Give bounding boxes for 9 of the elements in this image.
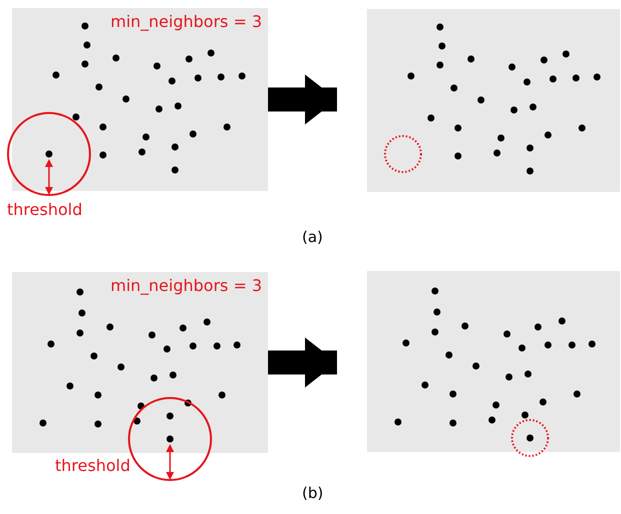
threshold-label: threshold xyxy=(55,456,130,475)
filtered-scatter-panel xyxy=(367,9,620,192)
arrow xyxy=(268,74,337,124)
subfigure-label: (b) xyxy=(302,484,324,502)
arrow xyxy=(268,338,337,388)
parameter-label: min_neighbors = 3 xyxy=(110,276,262,295)
parameter-label: min_neighbors = 3 xyxy=(110,12,262,31)
subfigure-label: (a) xyxy=(302,228,323,246)
threshold-label: threshold xyxy=(7,200,82,219)
